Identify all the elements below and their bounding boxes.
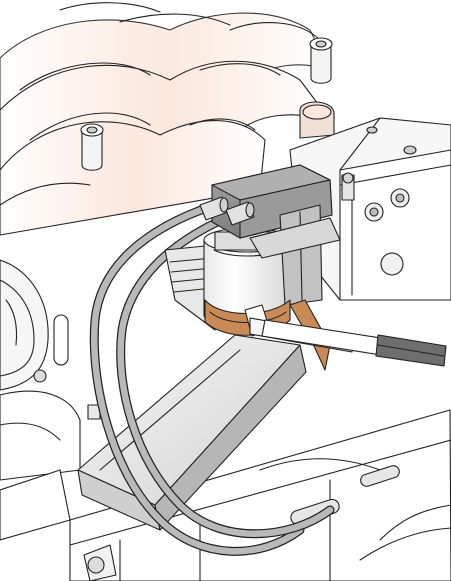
engine-left-components [0,259,101,481]
lower-frame [0,409,451,581]
filter-head [199,164,341,306]
engine-intake-manifold [0,2,331,236]
manifold-bosses [80,37,335,171]
filter-wrench [204,299,447,371]
engine-bracket [289,117,451,301]
fuel-hoses [89,200,335,556]
